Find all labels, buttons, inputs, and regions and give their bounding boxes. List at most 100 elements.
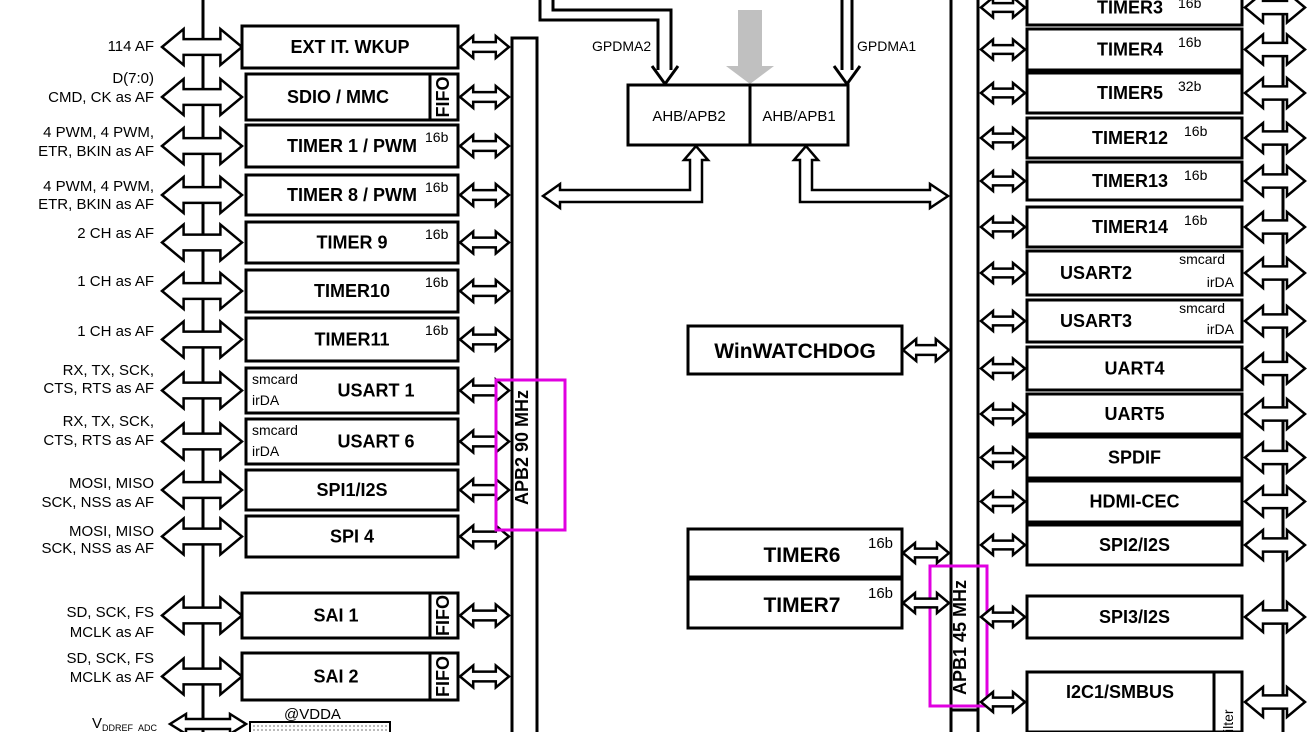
apb2-block-1 xyxy=(244,72,460,122)
apb2-block-label: USART 1 xyxy=(337,381,414,401)
system-bus-arrow xyxy=(726,10,774,84)
fifo-tag: FIFO xyxy=(433,77,453,118)
apb1-block-4 xyxy=(1025,160,1244,202)
apb1-block-7 xyxy=(1025,298,1244,344)
apb2-block-10 xyxy=(244,514,460,559)
gpio-arrow-right xyxy=(1243,483,1307,520)
apb1-link-arrow xyxy=(979,355,1027,382)
apb1-block-bits: 16b xyxy=(1184,212,1208,228)
gpio-arrow xyxy=(160,221,244,264)
apb1-block-2 xyxy=(1025,71,1244,115)
timer7-block xyxy=(686,577,904,630)
pin-label: D(7:0) xyxy=(112,70,154,87)
adc-block xyxy=(249,721,391,732)
apb2-block-4 xyxy=(244,220,460,265)
apb2-link-arrow xyxy=(458,662,511,691)
apb1-link-arrow xyxy=(979,401,1027,427)
gpio-arrow xyxy=(160,420,244,463)
apb2-block-label: TIMER 9 xyxy=(316,233,387,253)
apb1-link-arrow xyxy=(979,532,1027,558)
apb1-block-sub2: irDA xyxy=(1207,274,1235,290)
apb1-link-arrow xyxy=(979,488,1027,515)
apb2-link-arrow xyxy=(458,427,511,456)
pin-label: MOSI, MISO xyxy=(69,475,154,492)
watchdog-apb1-arrow xyxy=(901,336,951,364)
apb2-link-arrow xyxy=(458,181,511,209)
apb2-block-label: SAI 1 xyxy=(313,606,358,626)
apb1-block-label: SPI2/I2S xyxy=(1099,535,1170,555)
apb1-block-6 xyxy=(1025,249,1244,297)
apb2-block-bits: 16b xyxy=(425,274,449,290)
gpio-arrow-right xyxy=(1243,684,1307,720)
pin-label: SD, SCK, FS xyxy=(66,604,154,621)
apb1-bridge-connector xyxy=(791,144,951,211)
apb1-block-bits: 16b xyxy=(1178,0,1202,11)
pin-label: 1 CH as AF xyxy=(77,273,154,290)
apb2-highlight-box xyxy=(494,378,567,532)
apb2-block-bits: 16b xyxy=(425,179,449,195)
apb2-block-0 xyxy=(240,24,460,70)
apb2-block-sub2: irDA xyxy=(252,392,280,408)
gpdma2-line xyxy=(538,0,660,70)
gpio-arrow-right xyxy=(1243,599,1307,635)
apb1-link-arrow xyxy=(979,125,1027,151)
apb2-block-sub1: smcard xyxy=(252,371,298,387)
apb2-block-label: TIMER 8 / PWM xyxy=(287,185,417,205)
apb1-link-arrow xyxy=(979,260,1027,286)
gpio-arrow-right xyxy=(1243,350,1307,387)
gpio-arrow xyxy=(160,125,244,167)
winwatchdog-block xyxy=(686,324,904,376)
filter-tag: ilter xyxy=(1220,709,1236,732)
apb1-block-label: TIMER14 xyxy=(1092,217,1168,237)
ahb-apb2-label: AHB/APB2 xyxy=(652,108,725,125)
timer7-label: TIMER7 xyxy=(763,594,840,617)
timer6-label: TIMER6 xyxy=(763,544,840,567)
gpio-arrow-right xyxy=(1243,163,1307,199)
apb1-block-11 xyxy=(1025,479,1244,524)
apb1-link-arrow xyxy=(979,444,1027,471)
timer7-bits: 16b xyxy=(868,585,893,602)
timer6-apb1-arrow xyxy=(901,540,951,566)
apb1-block-label: SPDIF xyxy=(1108,448,1161,468)
gpdma2-label: GPDMA2 xyxy=(592,38,651,54)
gpio-arrow-right xyxy=(1243,255,1307,291)
apb1-link-arrow xyxy=(979,80,1027,106)
gpio-arrow xyxy=(160,469,244,511)
apb2-block-3 xyxy=(244,173,460,217)
apb1-block-label: TIMER13 xyxy=(1092,171,1168,191)
pin-label: SD, SCK, FS xyxy=(66,650,154,667)
apb1-block-bits: 16b xyxy=(1178,34,1202,50)
pin-label: CMD, CK as AF xyxy=(48,89,154,106)
gpdma1-label: GPDMA1 xyxy=(857,38,916,54)
gpio-arrow-right xyxy=(1243,303,1307,339)
apb1-block-bits: 32b xyxy=(1178,78,1202,94)
apb2-block-bits: 16b xyxy=(425,226,449,242)
apb1-block-sub2: irDA xyxy=(1207,321,1235,337)
timer7-apb1-arrow xyxy=(901,590,951,616)
pin-label: SCK, NSS as AF xyxy=(41,494,154,511)
apb1-block-sub1: smcard xyxy=(1179,251,1225,267)
apb2-block-8 xyxy=(244,417,460,466)
apb2-block-2 xyxy=(244,123,460,169)
apb2-block-label: USART 6 xyxy=(337,432,414,452)
gpio-arrow-right xyxy=(1243,0,1307,26)
apb1-link-arrow xyxy=(979,214,1027,240)
pin-label: MOSI, MISO xyxy=(69,523,154,540)
apb2-block-bits: 16b xyxy=(425,129,449,145)
fifo-tag: FIFO xyxy=(433,656,453,697)
apb1-block-label: UART5 xyxy=(1104,404,1164,424)
apb1-block-bits: 16b xyxy=(1184,123,1208,139)
apb2-link-arrow xyxy=(458,476,511,504)
pin-label: 4 PWM, 4 PWM, xyxy=(43,124,154,141)
apb1-block-label: SPI3/I2S xyxy=(1099,607,1170,627)
apb1-block-14 xyxy=(1025,670,1244,732)
apb2-block-bits: 16b xyxy=(425,322,449,338)
apb1-highlight-box xyxy=(928,564,989,708)
pin-label: ETR, BKIN as AF xyxy=(38,143,154,160)
apb2-link-arrow xyxy=(458,228,511,257)
timer6-block xyxy=(686,527,904,579)
apb1-block-label: TIMER4 xyxy=(1097,40,1163,60)
apb1-block-9 xyxy=(1025,392,1244,436)
apb1-bus-label: APB1 45 MHz xyxy=(950,580,970,695)
